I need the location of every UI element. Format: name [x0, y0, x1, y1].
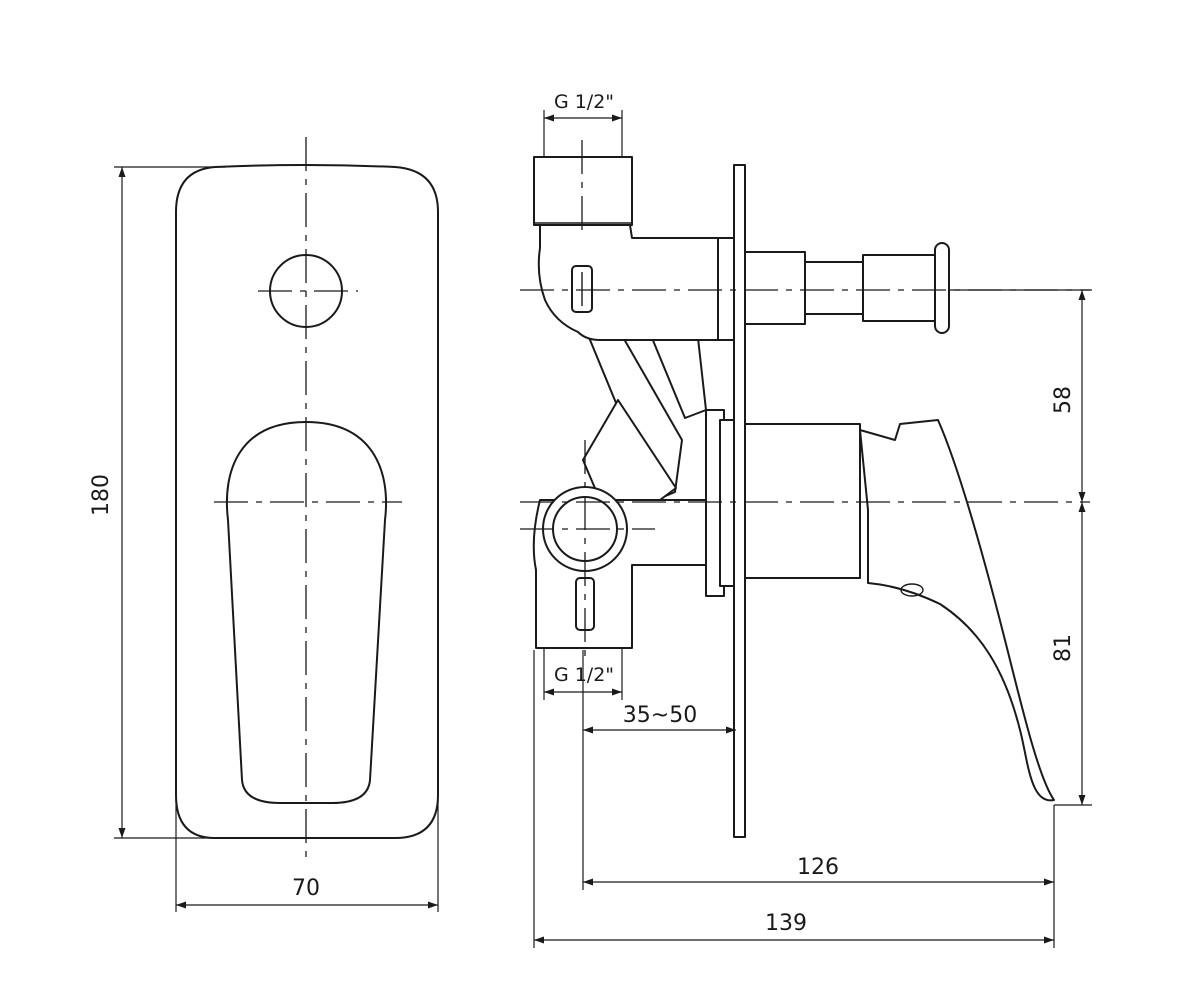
- bottom-thread-label: G 1/2": [554, 664, 614, 686]
- top-thread-label: G 1/2": [554, 91, 614, 113]
- handle-sleeve: [744, 423, 861, 579]
- upper-outlet-body: [537, 224, 724, 341]
- side-view: G 1/2" G 1/2" 35~50 58 81 126 139: [520, 91, 1092, 948]
- width-label: 70: [292, 876, 320, 901]
- length-to-plate-label: 126: [797, 855, 839, 880]
- height-label: 180: [89, 474, 114, 516]
- overall-length-label: 139: [765, 911, 807, 936]
- handle-screw: [900, 583, 924, 597]
- upper-offset-label: 58: [1051, 386, 1076, 414]
- wall-plate-side: [733, 164, 746, 838]
- spindle-knob: [862, 254, 940, 322]
- cartridge-flange-inner: [719, 419, 735, 587]
- spindle-middle: [804, 261, 864, 315]
- front-view: 180 70: [89, 137, 439, 912]
- upper-body-collar: [717, 237, 735, 341]
- depth-label: 35~50: [623, 703, 697, 728]
- lever-handle-side: [859, 419, 1055, 802]
- upper-thread-nut: [533, 156, 633, 226]
- spindle-cap: [934, 242, 950, 334]
- lower-offset-label: 81: [1051, 634, 1076, 662]
- spindle-sleeve: [744, 251, 806, 325]
